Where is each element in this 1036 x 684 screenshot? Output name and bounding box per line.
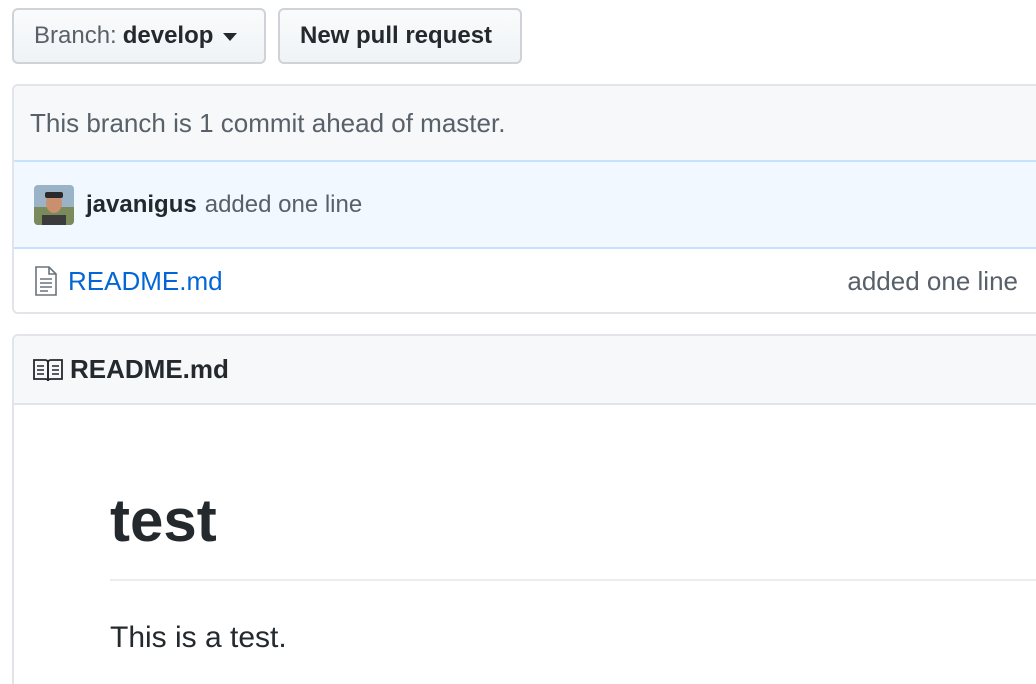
commit-message-link[interactable]: added one line bbox=[204, 190, 363, 218]
file-name-link[interactable]: README.md bbox=[68, 265, 223, 296]
branch-prefix: Branch: bbox=[34, 22, 117, 49]
file-commit-message[interactable]: added one line bbox=[847, 265, 1018, 296]
commit-box: This branch is 1 commit ahead of master.… bbox=[12, 84, 1036, 314]
readme-content: test This is a test. bbox=[14, 405, 1036, 655]
book-icon bbox=[33, 358, 63, 381]
readme-heading: test bbox=[110, 491, 1036, 581]
file-text-icon bbox=[35, 266, 57, 296]
readme-box: README.md test This is a test. bbox=[12, 334, 1036, 684]
readme-paragraph: This is a test. bbox=[110, 621, 287, 654]
readme-title: README.md bbox=[70, 354, 229, 384]
readme-header: README.md bbox=[14, 336, 1036, 405]
caret-down-icon bbox=[223, 33, 238, 41]
branch-status-text: This branch is 1 commit ahead of master. bbox=[14, 86, 1036, 162]
branch-name: develop bbox=[122, 22, 214, 49]
new-pull-request-button[interactable]: New pull request bbox=[278, 8, 522, 64]
branch-toolbar: Branch: develop New pull request bbox=[12, 8, 522, 64]
branch-select-button[interactable]: Branch: develop bbox=[12, 8, 266, 64]
commit-author-link[interactable]: javanigus bbox=[86, 190, 197, 218]
user-avatar[interactable] bbox=[34, 184, 74, 225]
commit-row: javanigus added one line bbox=[14, 162, 1036, 249]
file-row: README.md added one line bbox=[14, 249, 1036, 312]
